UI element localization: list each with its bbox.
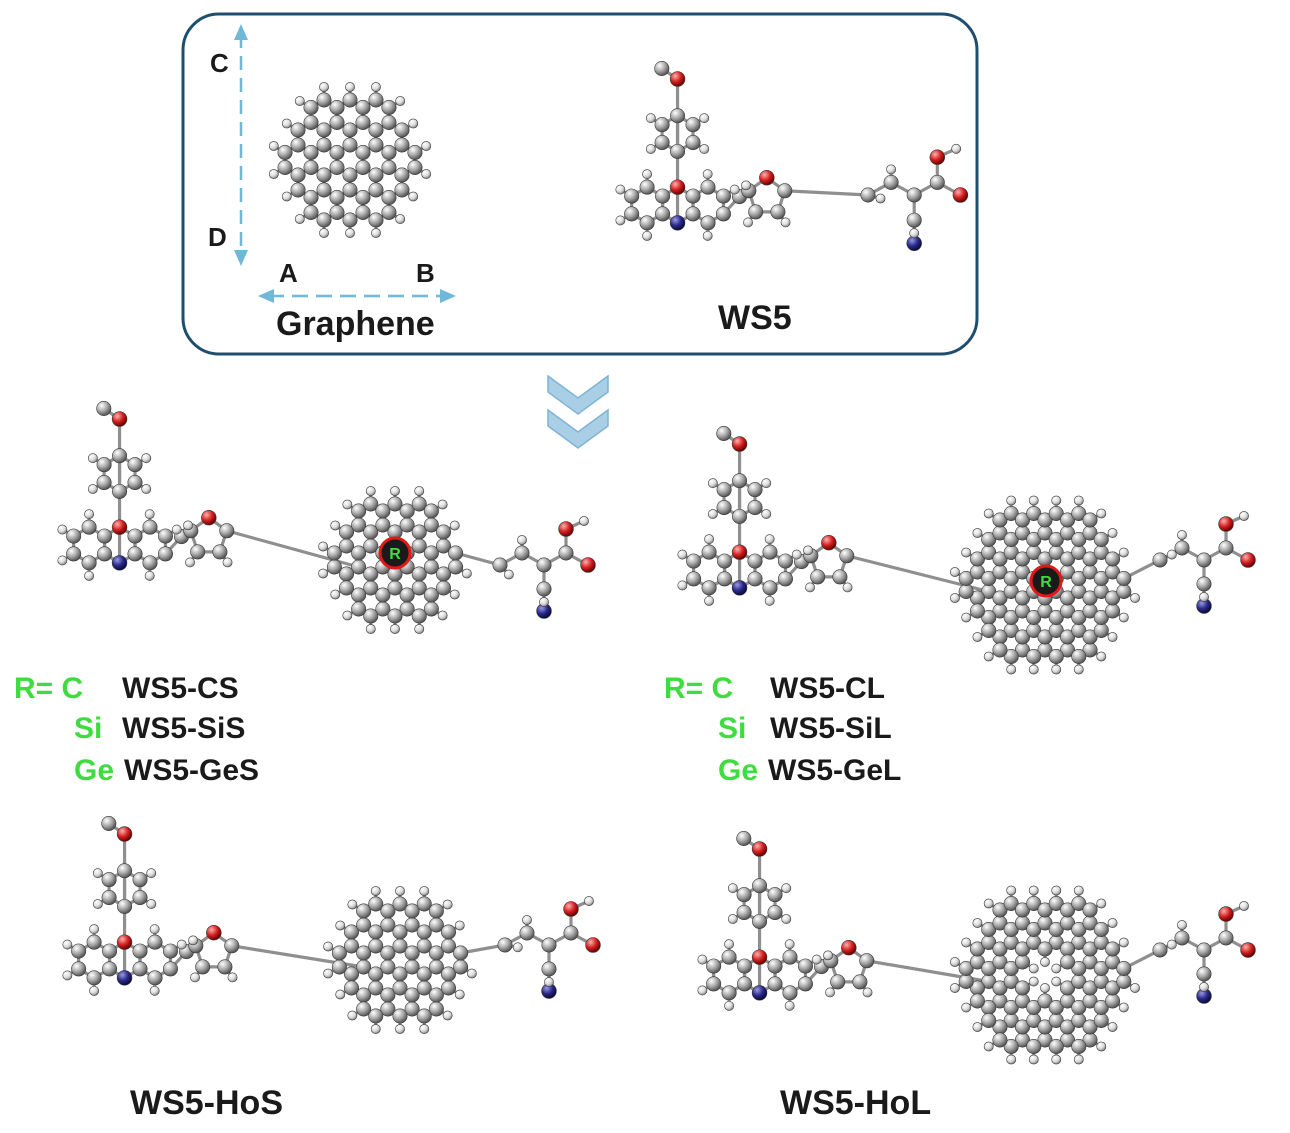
substituent-marker-label: R bbox=[389, 546, 401, 563]
direction-label-a: A bbox=[279, 258, 298, 288]
substituent-marker-large: R bbox=[1029, 564, 1063, 598]
substituent-si-large: Si bbox=[718, 712, 747, 745]
variant-name-hos: WS5-HoS bbox=[130, 1084, 283, 1122]
variant-name-cs: WS5-CS bbox=[122, 672, 239, 705]
ws5-cs-molecule bbox=[57, 400, 596, 634]
graphene-molecule bbox=[268, 82, 432, 238]
substituent-ge-large: Ge bbox=[718, 754, 759, 787]
direction-label-c: C bbox=[210, 48, 229, 78]
arrowhead-left-icon bbox=[258, 289, 274, 303]
arrowhead-down-icon bbox=[234, 250, 248, 266]
variant-name-hol: WS5-HoL bbox=[780, 1084, 932, 1122]
ws5-hos-molecule bbox=[62, 815, 601, 1034]
substituent-c-large: R= C bbox=[664, 672, 734, 705]
substituent-c-small: R= C bbox=[14, 672, 84, 705]
top-panel-frame bbox=[181, 12, 979, 356]
arrowhead-right-icon bbox=[440, 289, 456, 303]
variant-name-sis: WS5-SiS bbox=[122, 712, 246, 745]
ws5-label: WS5 bbox=[718, 299, 792, 337]
substituent-si-small: Si bbox=[74, 712, 103, 745]
substituent-ge-small: Ge bbox=[74, 754, 115, 787]
ws5-hol-molecule bbox=[697, 830, 1256, 1065]
arrowhead-up-icon bbox=[234, 24, 248, 40]
direction-label-d: D bbox=[208, 222, 227, 252]
ws5-cl-molecule bbox=[677, 425, 1256, 675]
graphene-label: Graphene bbox=[276, 305, 435, 343]
substituent-marker-label: R bbox=[1040, 574, 1052, 591]
variant-name-gel: WS5-GeL bbox=[768, 754, 902, 787]
flow-chevron-icon bbox=[547, 374, 609, 449]
variant-name-cl: WS5-CL bbox=[770, 672, 885, 705]
variant-name-sil: WS5-SiL bbox=[770, 712, 892, 745]
ws5-molecule bbox=[615, 60, 969, 252]
direction-label-b: B bbox=[416, 258, 435, 288]
substituent-marker-small: R bbox=[378, 536, 412, 570]
variant-name-ges: WS5-GeS bbox=[124, 754, 260, 787]
